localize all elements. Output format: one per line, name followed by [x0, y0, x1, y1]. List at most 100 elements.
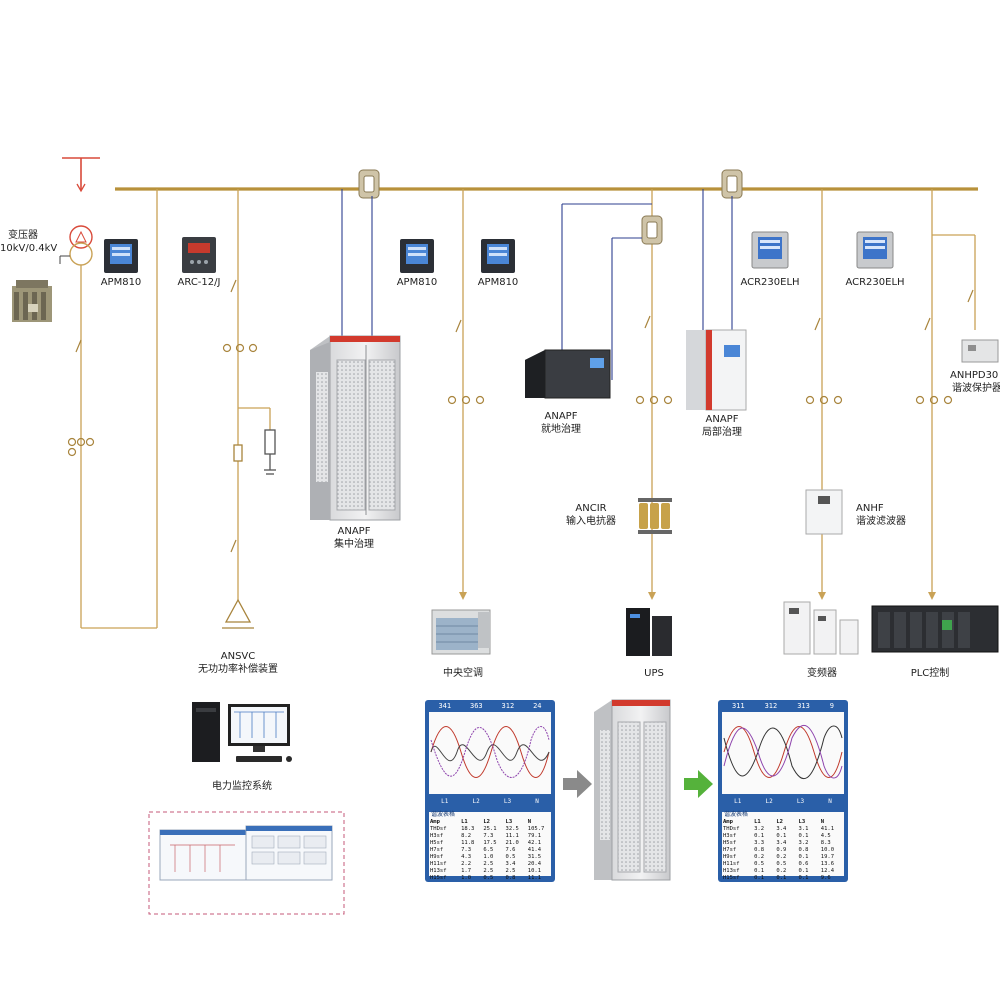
- harmonic-table-cell: 4.5: [820, 833, 831, 839]
- harmonic-table-cell: H7sf: [430, 847, 444, 853]
- harmonic-table-cell: 3.2: [754, 826, 765, 832]
- after-tag: L1: [734, 798, 742, 805]
- harmonic-table-cell: 3.1: [798, 826, 809, 832]
- after-tag: L2: [765, 798, 773, 805]
- harmonic-table-cell: 1.0: [461, 875, 472, 881]
- after-top-value: 312: [764, 702, 778, 710]
- harmonic-table-cell: 20.4: [527, 861, 542, 867]
- harmonic-table-cell: 10.1: [527, 868, 542, 874]
- before-analyzer-screen: [425, 700, 555, 882]
- harmonic-table-cell: 25.1: [483, 826, 497, 832]
- apm810-meter-b: [400, 239, 434, 273]
- harmonic-table-cell: THDsf: [723, 826, 740, 832]
- before-top-value: 363: [469, 702, 483, 710]
- apm810-label-b: APM810: [396, 277, 438, 288]
- harmonic-table-cell: H5sf: [430, 840, 444, 846]
- harmonic-table-cell: 0.5: [505, 854, 516, 860]
- harmonic-table-cell: H3sf: [430, 833, 444, 839]
- harmonic-table-cell: H9sf: [723, 854, 737, 860]
- anapf-partial-unit: [686, 329, 747, 411]
- harmonic-table-cell: H13sf: [430, 868, 447, 874]
- harmonic-table-cell: H15sf: [430, 875, 447, 881]
- harmonic-table-cell: 9.6: [820, 875, 831, 881]
- transformer-rating-label: 10kV/0.4kV: [0, 243, 58, 254]
- harmonic-table-cell: 0.1: [776, 833, 787, 839]
- harmonic-table-cell: 0.1: [798, 833, 809, 839]
- harmonic-table-cell: 7.3: [461, 847, 472, 853]
- transformer-photo: [12, 280, 52, 322]
- harmonic-table-cell: H11sf: [723, 861, 740, 867]
- harmonic-table-cell: L3: [798, 819, 806, 825]
- harmonic-table-cell: 11.1: [505, 833, 519, 839]
- ups-units: [626, 608, 672, 656]
- harmonic-table-cell: L1: [754, 819, 761, 825]
- load-vfd-label: 变频器: [807, 668, 837, 679]
- apf-central-name: ANAPF: [337, 526, 371, 537]
- harmonic-table-cell: 3.4: [505, 861, 516, 867]
- harmonic-table-cell: 0.1: [754, 868, 765, 874]
- before-tag: N: [535, 798, 539, 805]
- harmonic-table-cell: N: [527, 819, 532, 825]
- harmonic-table-cell: H3sf: [723, 833, 737, 839]
- harmonic-table-cell: 105.7: [527, 826, 545, 832]
- before-tag: L1: [441, 798, 449, 805]
- before-tag: L3: [503, 798, 512, 805]
- harmonic-table-cell: 0.2: [776, 854, 787, 860]
- monitoring-software-box: [148, 811, 345, 915]
- harmonic-table-cell: 1.7: [461, 868, 472, 874]
- harmonic-table-cell: 2.5: [483, 861, 494, 867]
- central-ac-unit: [431, 609, 491, 655]
- load-ac-label: 中央空调: [443, 668, 483, 679]
- harmonic-table-cell: 10.0: [820, 847, 835, 853]
- harmonic-table-cell: H9sf: [430, 854, 444, 860]
- vfd-drives: [783, 601, 859, 655]
- transformer-name-label: 变压器: [8, 230, 38, 241]
- before-top-value: 24: [533, 702, 542, 710]
- ancir-name: ANCIR: [575, 503, 607, 514]
- svc-desc: 无功功率补偿装置: [198, 664, 278, 675]
- after-tag: N: [828, 798, 832, 805]
- load-plc-label: PLC控制: [910, 668, 950, 679]
- svc-name: ANSVC: [220, 651, 256, 662]
- harmonic-table-cell: 6.5: [483, 847, 494, 853]
- plc-rack: [871, 605, 999, 653]
- harmonic-table-cell: 0.2: [776, 868, 787, 874]
- anapf-comparison-cabinet: [594, 699, 671, 881]
- harmonic-table-cell: THDsf: [430, 826, 447, 832]
- harmonic-table-cell: 79.1: [527, 833, 542, 839]
- harmonic-table-cell: 1.0: [483, 854, 494, 860]
- harmonic-table-cell: 0.5: [754, 861, 765, 867]
- harmonic-table-cell: L1: [461, 819, 468, 825]
- apf-local-desc: 就地治理: [541, 424, 581, 435]
- bus-ct-clamp-central: [358, 169, 380, 199]
- harmonic-table-cell: 0.1: [776, 875, 787, 881]
- apm810-meter-c: [481, 239, 515, 273]
- harmonic-table-cell: Amp: [430, 819, 440, 825]
- before-tag: L2: [472, 798, 480, 805]
- feeder-ct-clamp-local: [641, 215, 663, 245]
- harmonic-table-cell: 2.5: [483, 868, 494, 874]
- before-top-value: 341: [438, 702, 452, 710]
- before-top-values: 341 363 312 24: [429, 702, 551, 711]
- anhpd-desc: 谐波保护器: [952, 383, 1000, 394]
- arc-12j-controller: [182, 237, 216, 273]
- harmonic-table-cell: 0.8: [505, 875, 516, 881]
- before-table-title: 谐波表格: [431, 811, 456, 818]
- load-ups-label: UPS: [644, 668, 664, 679]
- harmonic-table-cell: 13.6: [820, 861, 835, 867]
- harmonic-table-cell: 41.4: [527, 847, 542, 853]
